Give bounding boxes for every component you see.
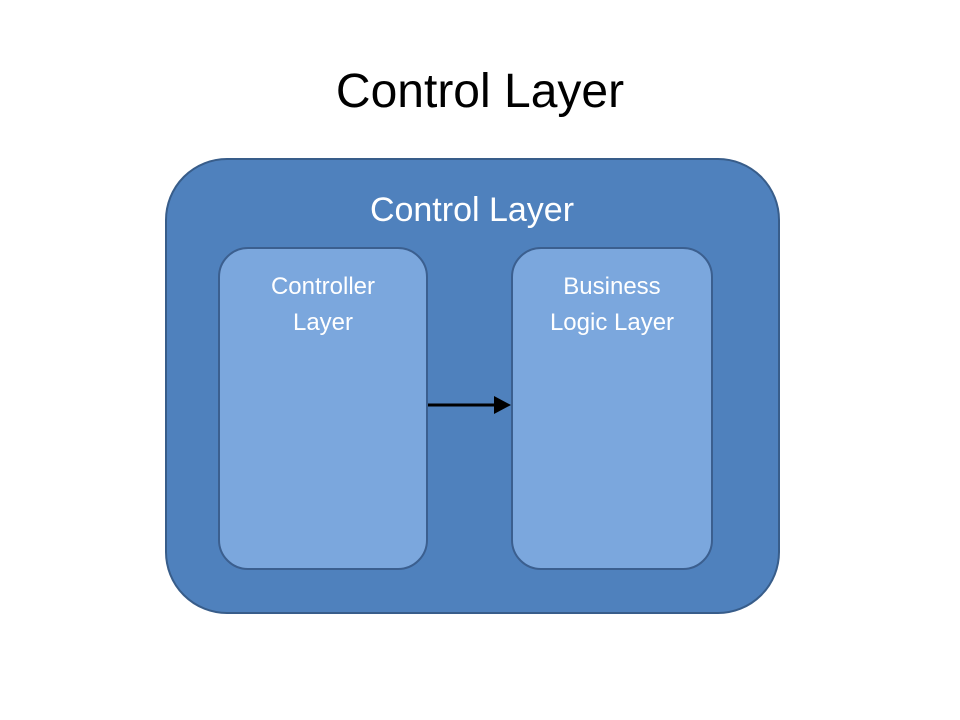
controller-layer-label-line2: Layer bbox=[292, 309, 354, 336]
control-layer-label: Control Layer bbox=[369, 191, 575, 229]
controller-layer-label: Controller Layer bbox=[220, 269, 426, 341]
controller-to-business-arrow bbox=[428, 396, 511, 414]
business-logic-layer-label: Business Logic Layer bbox=[513, 269, 711, 341]
arrowhead-icon bbox=[494, 396, 511, 414]
business-logic-layer-box: Business Logic Layer bbox=[511, 247, 713, 570]
controller-layer-label-line1: Controller bbox=[270, 273, 376, 300]
business-logic-layer-label-line2: Logic Layer bbox=[549, 309, 675, 336]
controller-layer-box: Controller Layer bbox=[218, 247, 428, 570]
slide-title: Control Layer bbox=[335, 65, 625, 118]
business-logic-layer-label-line1: Business bbox=[563, 273, 661, 300]
